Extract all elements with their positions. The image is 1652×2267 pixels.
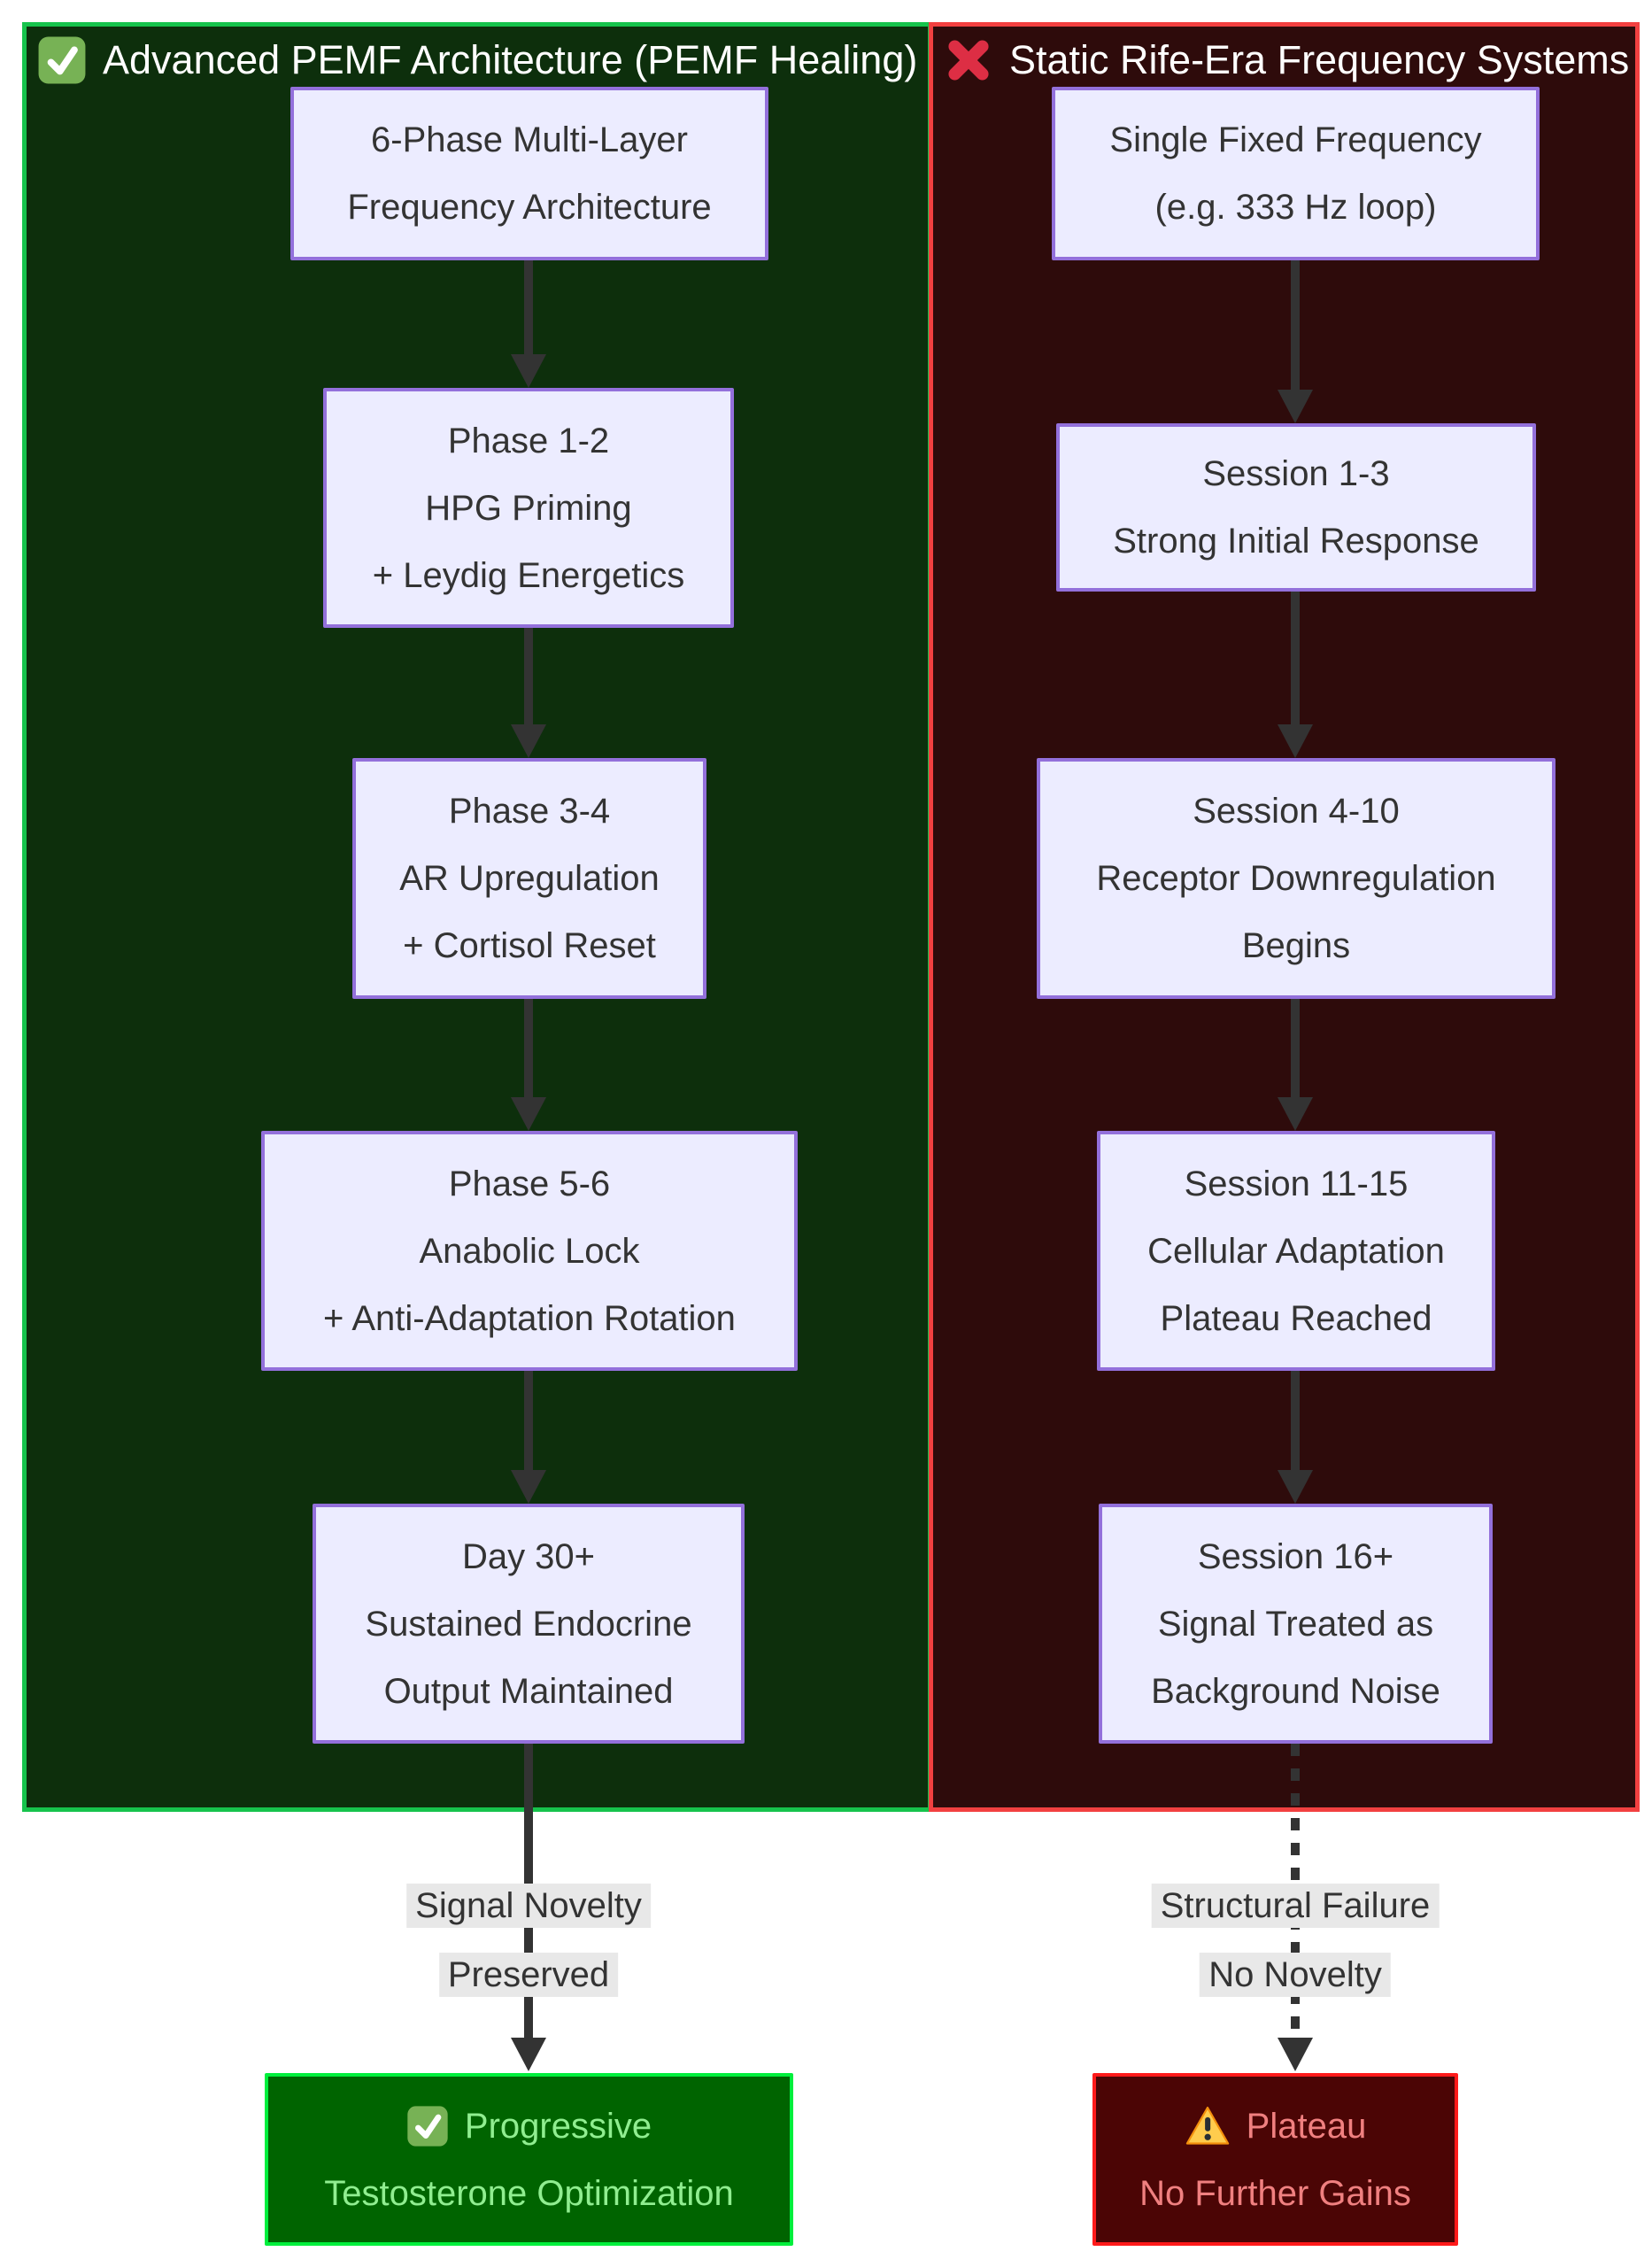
arrow-head — [1278, 724, 1313, 758]
node-line: Strong Initial Response — [1113, 522, 1479, 561]
node-line: Phase 1-2 — [447, 421, 610, 460]
result-text: Progressive — [464, 2106, 652, 2146]
arrow-head — [1278, 2038, 1313, 2071]
edge-label-line: Structural Failure — [1151, 1884, 1440, 1928]
result-box-failure: Plateau No Further Gains — [1092, 2073, 1458, 2246]
node-line: Phase 3-4 — [448, 792, 611, 831]
cross-mark-icon — [944, 35, 993, 85]
arrow-line — [524, 999, 533, 1103]
arrow-line — [1291, 260, 1300, 393]
flow-node: Session 11-15 Cellular Adaptation Platea… — [1097, 1131, 1495, 1371]
node-line: Phase 5-6 — [448, 1164, 611, 1203]
node-line: Session 16+ — [1197, 1536, 1394, 1576]
result-text: No Further Gains — [1139, 2173, 1411, 2213]
flow-node: Phase 3-4 AR Upregulation + Cortisol Res… — [352, 758, 706, 999]
node-line: 6-Phase Multi-Layer — [371, 120, 688, 159]
result-line: Testosterone Optimization — [324, 2160, 733, 2227]
node-line: Begins — [1241, 926, 1351, 965]
arrow-head — [1278, 1097, 1313, 1131]
flow-node: Day 30+ Sustained Endocrine Output Maint… — [313, 1504, 745, 1744]
arrow-line — [1291, 592, 1300, 730]
flow-node: Session 16+ Signal Treated as Background… — [1099, 1504, 1493, 1744]
node-line: Anabolic Lock — [419, 1231, 640, 1271]
node-line: Output Maintained — [383, 1671, 674, 1711]
result-text: Plateau — [1246, 2106, 1367, 2146]
arrow-head — [511, 1470, 546, 1504]
arrow-head — [511, 724, 546, 758]
arrow-line — [524, 1371, 533, 1475]
node-line: Receptor Downregulation — [1096, 859, 1496, 898]
node-line: Session 11-15 — [1184, 1164, 1409, 1203]
edge-label-line: No Novelty — [1200, 1953, 1391, 1997]
node-line: Session 1-3 — [1202, 454, 1390, 493]
edge-label-signal-novelty: Signal Novelty Preserved — [406, 1884, 651, 1997]
arrow-head — [511, 354, 546, 388]
flow-node: Single Fixed Frequency (e.g. 333 Hz loop… — [1052, 87, 1540, 260]
flow-node: Phase 1-2 HPG Priming + Leydig Energetic… — [323, 388, 734, 628]
flow-node: Phase 5-6 Anabolic Lock + Anti-Adaptatio… — [261, 1131, 798, 1371]
node-line: Frequency Architecture — [347, 188, 712, 227]
panel-title-advanced-pemf: Advanced PEMF Architecture (PEMF Healing… — [27, 27, 928, 94]
panel-title-static-rife: Static Rife-Era Frequency Systems — [933, 27, 1635, 94]
arrow-head — [1278, 1470, 1313, 1504]
edge-label-line: Signal Novelty — [406, 1884, 651, 1928]
node-line: + Anti-Adaptation Rotation — [323, 1298, 736, 1338]
flow-node: Session 1-3 Strong Initial Response — [1056, 423, 1536, 592]
node-line: AR Upregulation — [399, 859, 660, 898]
result-line: No Further Gains — [1139, 2160, 1411, 2227]
node-line: Background Noise — [1151, 1671, 1440, 1711]
panel-title-text: Advanced PEMF Architecture (PEMF Healing… — [103, 37, 918, 82]
edge-label-line: Preserved — [438, 1953, 619, 1997]
arrow-head — [511, 1097, 546, 1131]
node-line: Cellular Adaptation — [1147, 1231, 1445, 1271]
node-line: Signal Treated as — [1157, 1604, 1434, 1644]
node-line: Day 30+ — [461, 1536, 596, 1576]
node-line: Sustained Endocrine — [365, 1604, 692, 1644]
arrow-line — [1291, 1371, 1300, 1475]
node-line: HPG Priming — [425, 488, 632, 528]
arrow-line — [524, 628, 533, 730]
flow-node: Session 4-10 Receptor Downregulation Beg… — [1037, 758, 1556, 999]
panel-title-text: Static Rife-Era Frequency Systems — [1009, 37, 1630, 82]
arrow-line — [524, 260, 533, 360]
warning-icon — [1185, 2103, 1231, 2149]
node-line: + Cortisol Reset — [403, 926, 656, 965]
check-mark-icon — [37, 35, 87, 85]
arrow-head — [1278, 390, 1313, 423]
arrow-line — [1291, 999, 1300, 1103]
result-text: Testosterone Optimization — [324, 2173, 734, 2213]
result-line: Plateau — [1185, 2093, 1367, 2160]
result-box-success: Progressive Testosterone Optimization — [265, 2073, 793, 2246]
arrow-head — [511, 2038, 546, 2071]
flow-node: 6-Phase Multi-Layer Frequency Architectu… — [290, 87, 768, 260]
check-mark-icon — [406, 2105, 449, 2147]
node-line: Session 4-10 — [1193, 792, 1400, 831]
node-line: Plateau Reached — [1160, 1298, 1432, 1338]
node-line: (e.g. 333 Hz loop) — [1154, 188, 1437, 227]
result-line: Progressive — [406, 2093, 652, 2160]
node-line: + Leydig Energetics — [372, 555, 685, 595]
edge-label-structural-failure: Structural Failure No Novelty — [1151, 1884, 1440, 1997]
node-line: Single Fixed Frequency — [1109, 120, 1482, 159]
